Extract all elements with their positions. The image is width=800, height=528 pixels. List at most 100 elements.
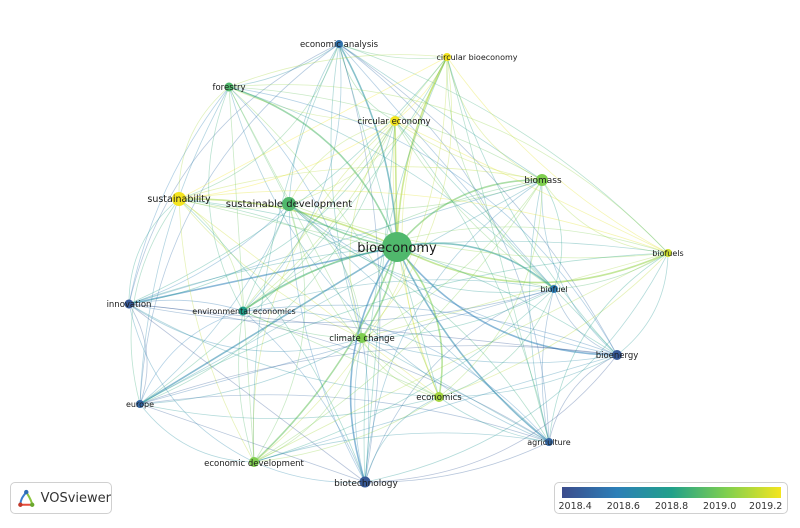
- network-edge: [128, 198, 180, 305]
- network-edge: [338, 43, 396, 122]
- network-edge: [288, 56, 448, 205]
- node-innovation[interactable]: [124, 299, 134, 309]
- node-label-biotechnology[interactable]: biotechnology: [334, 479, 398, 489]
- legend-tick: 2018.4: [558, 501, 592, 512]
- network-edge: [394, 56, 448, 122]
- node-biotechnology[interactable]: [359, 476, 371, 488]
- network-edge: [228, 86, 550, 443]
- node-label-sustainability[interactable]: sustainability: [147, 194, 211, 205]
- network-edge: [338, 43, 618, 356]
- node-label-economic-development[interactable]: economic development: [204, 459, 304, 469]
- network-edge: [178, 198, 363, 339]
- network-edge: [338, 43, 550, 443]
- node-label-biofuels[interactable]: biofuels: [652, 249, 683, 258]
- network-edge: [178, 198, 555, 290]
- node-label-sustainable-development[interactable]: sustainable development: [226, 199, 353, 210]
- network-edge: [178, 120, 396, 200]
- node-label-environmental-economics[interactable]: environmental economics: [192, 307, 295, 316]
- vosviewer-logo-icon: [18, 489, 35, 507]
- node-label-innovation[interactable]: innovation: [107, 300, 152, 310]
- node-label-agriculture[interactable]: agriculture: [527, 438, 571, 447]
- node-bioeconomy[interactable]: [382, 232, 412, 262]
- node-label-europe[interactable]: europe: [126, 400, 154, 409]
- node-label-climate-change[interactable]: climate change: [329, 334, 394, 344]
- network-edge: [139, 403, 255, 463]
- legend-tick: 2018.6: [606, 501, 640, 512]
- network-edge: [128, 303, 363, 352]
- network-edge: [228, 84, 669, 254]
- node-biomass[interactable]: [536, 174, 548, 186]
- network-edge: [228, 54, 448, 88]
- network-edge: [361, 337, 550, 443]
- node-label-economics[interactable]: economics: [416, 393, 462, 403]
- node-climate-change[interactable]: [357, 333, 367, 343]
- node-circular-economy[interactable]: [390, 116, 400, 126]
- network-edge: [228, 86, 543, 181]
- node-label-biomass[interactable]: biomass: [524, 176, 562, 186]
- node-label-forestry[interactable]: forestry: [212, 83, 245, 93]
- node-economics[interactable]: [434, 392, 444, 402]
- network-edge: [253, 252, 669, 463]
- network-edge: [139, 252, 669, 405]
- node-bioenergy[interactable]: [612, 350, 622, 360]
- network-edge: [338, 43, 543, 181]
- network-edge: [178, 198, 290, 209]
- network-edge: [548, 252, 669, 443]
- network-edge: [438, 396, 550, 443]
- network-edge: [228, 86, 290, 205]
- network-edge: [178, 190, 669, 254]
- network-edge: [364, 396, 440, 483]
- network-edge: [446, 56, 555, 290]
- network-edge: [228, 86, 396, 122]
- network-labels: bioeconomy economic analysis circular bioe…: [107, 40, 684, 489]
- network-edge: [242, 226, 669, 312]
- node-label-bioeconomy[interactable]: bioeconomy: [357, 241, 437, 256]
- network-edge: [128, 303, 550, 443]
- network-edge: [178, 56, 448, 200]
- network-edge: [242, 310, 550, 443]
- node-biofuels[interactable]: [664, 249, 672, 257]
- node-economic-development[interactable]: [249, 457, 259, 467]
- node-sustainability[interactable]: [172, 192, 186, 206]
- network-edge: [228, 86, 555, 290]
- node-label-biofuel[interactable]: biofuel: [540, 285, 567, 294]
- node-label-circular-economy[interactable]: circular economy: [357, 117, 430, 127]
- network-edge: [139, 203, 290, 405]
- network-edge: [178, 198, 550, 443]
- node-label-economic-analysis[interactable]: economic analysis: [300, 40, 379, 50]
- node-biofuel[interactable]: [550, 285, 558, 293]
- network-edge: [364, 441, 550, 483]
- network-edge: [128, 120, 396, 305]
- network-edge: [392, 120, 440, 398]
- network-edge: [396, 56, 448, 248]
- network-edge: [396, 246, 669, 284]
- network-edge: [394, 120, 550, 443]
- network-edge: [553, 288, 618, 356]
- network-edge: [364, 179, 543, 483]
- network-edge: [208, 86, 244, 312]
- network-edge: [253, 432, 550, 463]
- network-edge: [242, 279, 555, 312]
- network-edge: [139, 179, 543, 405]
- network-edge: [242, 310, 363, 339]
- network-edge: [394, 120, 543, 181]
- network-edge: [228, 86, 370, 483]
- network-edge: [438, 252, 669, 398]
- node-europe[interactable]: [136, 400, 144, 408]
- network-edge: [361, 337, 440, 398]
- network-edge: [361, 337, 618, 364]
- node-label-circular-bioeconomy[interactable]: circular bioeconomy: [436, 53, 517, 62]
- network-edge: [128, 179, 543, 305]
- network-edge: [242, 310, 440, 398]
- node-economic-analysis[interactable]: [335, 40, 343, 48]
- node-forestry[interactable]: [224, 82, 234, 92]
- node-environmental-economics[interactable]: [238, 306, 248, 316]
- node-circular-bioeconomy[interactable]: [443, 53, 451, 61]
- node-sustainable-development[interactable]: [282, 197, 296, 211]
- legend-tick: 2019.0: [703, 501, 737, 512]
- network-edge: [401, 56, 448, 398]
- network-edge: [139, 345, 618, 405]
- network-edge: [338, 43, 398, 248]
- node-label-bioenergy[interactable]: bioenergy: [596, 351, 639, 361]
- node-agriculture[interactable]: [545, 438, 553, 446]
